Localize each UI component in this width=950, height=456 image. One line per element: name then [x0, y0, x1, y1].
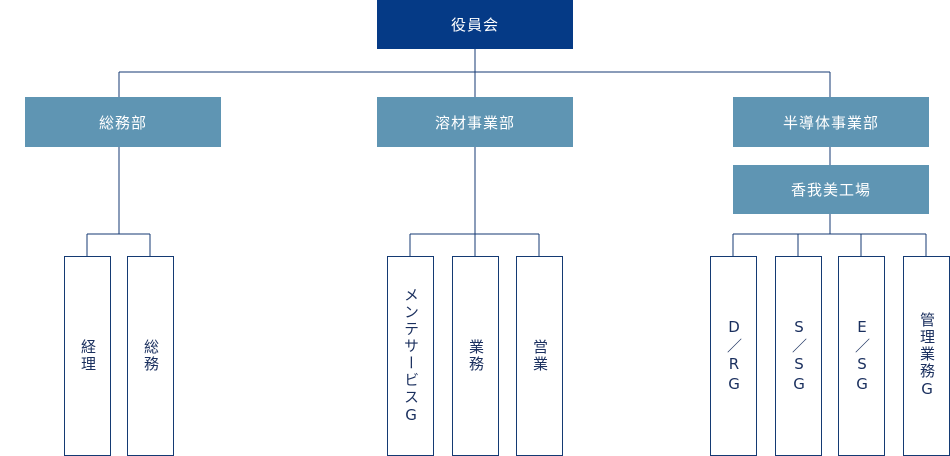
- department-box-yozai: 溶材事業部: [377, 97, 573, 147]
- group-label-drg: D／RG: [725, 317, 743, 395]
- group-label-gyomu: 業務: [467, 339, 485, 373]
- factory-box: 香我美工場: [733, 165, 929, 214]
- group-box-somu: 総務: [127, 256, 174, 456]
- department-label-somu: 総務部: [98, 113, 147, 132]
- group-box-ssg: S／SG: [775, 256, 822, 456]
- group-label-esg: E／SG: [853, 317, 871, 395]
- group-box-maintenance: メンテサービスG: [387, 256, 434, 456]
- factory-label: 香我美工場: [790, 181, 871, 199]
- group-box-kanri: 管理業務G: [903, 256, 950, 456]
- group-label-maintenance: メンテサービスG: [402, 286, 420, 426]
- board-box: 役員会: [377, 0, 573, 49]
- department-box-somu: 総務部: [25, 97, 221, 147]
- group-label-somu: 総務: [142, 339, 160, 373]
- group-box-keiri: 経理: [64, 256, 111, 456]
- group-box-drg: D／RG: [710, 256, 757, 456]
- department-label-yozai: 溶材事業部: [434, 113, 515, 132]
- department-label-handotai: 半導体事業部: [782, 113, 879, 132]
- group-label-ssg: S／SG: [790, 317, 808, 395]
- group-box-gyomu: 業務: [452, 256, 499, 456]
- department-box-handotai: 半導体事業部: [733, 97, 929, 147]
- group-label-keiri: 経理: [79, 339, 97, 373]
- group-box-eigyo: 営業: [516, 256, 563, 456]
- group-label-eigyo: 営業: [531, 339, 549, 373]
- board-label: 役員会: [450, 16, 499, 34]
- group-box-esg: E／SG: [838, 256, 885, 456]
- group-label-kanri: 管理業務G: [918, 312, 936, 400]
